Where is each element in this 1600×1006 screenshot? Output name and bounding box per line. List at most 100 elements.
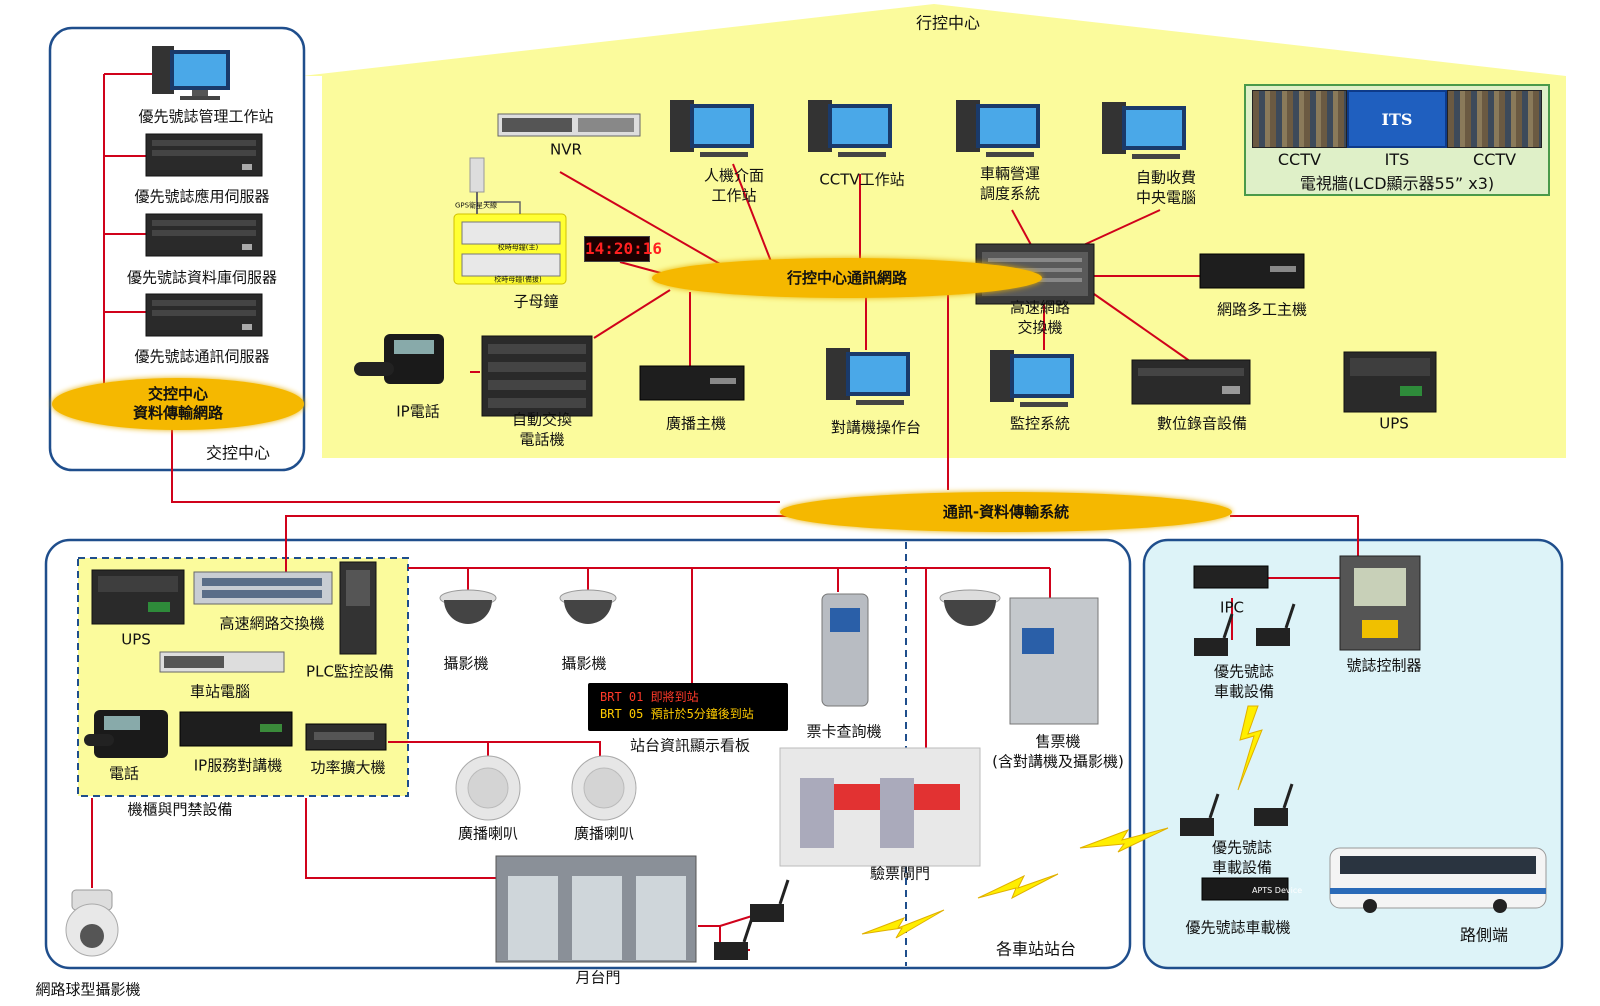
tv-wall-mid-caption: ITS [1384, 150, 1410, 169]
ptz-camera-icon [65, 889, 119, 957]
router-icon [1194, 613, 1234, 656]
dome-camera-icon [559, 589, 617, 624]
tv-wall: ITS CCTV ITS CCTV 電視牆(LCD顯示器55” x3) [1244, 84, 1550, 196]
obu-unit-label: 優先號誌車載機 [1185, 918, 1291, 937]
bus-icon [1329, 847, 1547, 913]
platform-door-icon [495, 855, 697, 963]
lightning-bolt-icon [977, 873, 1059, 900]
nvr-icon [497, 113, 641, 137]
station-ups-label: UPS [121, 630, 151, 649]
lightning-bolt-icon [1079, 827, 1169, 853]
workstation-icon [152, 46, 230, 100]
speaker2-label: 廣播喇叭 [573, 824, 635, 843]
master-clock-b-label: 校時母鐘(備援) [494, 275, 542, 284]
speaker-icon [571, 755, 637, 821]
pa-host-label: 廣播主機 [665, 414, 727, 433]
slave-clock-label: 子母鐘 [513, 292, 559, 311]
station-info-board: BRT 01 即將到站 BRT 05 預計於5分鐘後到站 [588, 683, 788, 731]
plc-icon [339, 561, 377, 655]
tc-workstation-label: 優先號誌管理工作站 [138, 107, 274, 126]
phone-icon [84, 710, 168, 758]
gps-antenna-icon [469, 157, 521, 214]
traffic-center-title: 交控中心 [205, 443, 271, 463]
board-line-2: BRT 05 預計於5分鐘後到站 [600, 706, 754, 721]
workstation-icon [990, 350, 1074, 407]
ip-intercom-icon [179, 711, 293, 747]
cctv-screen-right [1447, 90, 1542, 148]
signal-controller-icon [1339, 555, 1421, 651]
pa-host-icon [639, 365, 745, 401]
tv-wall-right-caption: CCTV [1473, 150, 1517, 169]
mux-label: 網路多工主機 [1216, 300, 1308, 319]
switch-icon [193, 571, 333, 605]
obu-bottom-label: 優先號誌 車載設備 [1211, 838, 1273, 877]
station-pc-icon [159, 651, 285, 673]
pabx-icon [481, 335, 593, 417]
fare-gate-icon [779, 747, 981, 867]
ups-icon [91, 569, 185, 625]
camera2-label: 攝影機 [561, 654, 607, 673]
hmi-label: 人機介面 工作站 [703, 166, 765, 205]
cctv-screen-left [1252, 90, 1347, 148]
plc-label: PLC監控設備 [306, 662, 394, 681]
board-caption: 站台資訊顯示看板 [629, 736, 751, 755]
recorder-icon [1131, 359, 1251, 405]
nvr-label: NVR [550, 140, 582, 159]
platform-doors-label: 月台門 [575, 968, 621, 987]
master-clock-a-label: 校時母鐘(主) [497, 243, 539, 252]
lightning-bolt-icon [1237, 705, 1263, 791]
backbone-network: 通訊-資料傳輸系統 [780, 492, 1232, 532]
router-icon [1256, 603, 1296, 646]
speaker-icon [455, 755, 521, 821]
amplifier-icon [305, 723, 387, 751]
dome-camera-icon [439, 589, 497, 624]
fare-central-label: 自動收費 中央電腦 [1135, 168, 1197, 207]
gps-antenna-label: GPS衛星天線 [454, 201, 498, 210]
station-switch-label: 高速網路交換機 [219, 614, 325, 633]
stations-title: 各車站站台 [995, 939, 1077, 959]
camera1-label: 攝影機 [443, 654, 489, 673]
card-kiosk-label: 票卡查詢機 [806, 722, 882, 741]
cabinet-title: 機櫃與門禁設備 [127, 800, 233, 819]
router-icon [1180, 793, 1220, 836]
connection-lines [91, 73, 1359, 951]
workstation-icon [826, 348, 910, 405]
server-icon [145, 133, 263, 177]
wireless-links [861, 705, 1263, 939]
core-switch-label: 高速網路 交換機 [1009, 298, 1071, 337]
tc-db-server-label: 優先號誌資料庫伺服器 [126, 268, 278, 287]
workstation-icon [670, 100, 754, 157]
ptz-camera-label: 網路球型攝影機 [35, 980, 141, 999]
station-phone-label: 電話 [108, 764, 140, 783]
roadside-title: 路側端 [1459, 925, 1509, 945]
ip-phone-label: IP電話 [396, 402, 440, 421]
obu-top-label: 優先號誌 車載設備 [1213, 662, 1275, 701]
monitoring-label: 監控系統 [1009, 414, 1071, 433]
tv-wall-caption: 電視牆(LCD顯示器55” x3) [1299, 174, 1495, 193]
workstation-icon [956, 100, 1040, 157]
traffic-center-network: 交控中心 資料傳輸網路 [52, 378, 304, 430]
clock-display: 14:20:16 [584, 236, 662, 262]
lightning-bolt-icon [861, 909, 945, 939]
ups-icon [1343, 351, 1437, 413]
ipc-label: IPC [1220, 598, 1244, 617]
ticket-machine-label: 售票機 (含對講機及攝影機) [992, 732, 1124, 771]
speaker1-label: 廣播喇叭 [457, 824, 519, 843]
ticket-machine-icon [1009, 597, 1099, 725]
obu-unit-text: APTS Device [1252, 886, 1302, 895]
workstation-icon [1102, 102, 1186, 159]
obu-unit-icon: APTS Device [1201, 877, 1302, 901]
ipc-icon [1193, 565, 1269, 589]
workstation-icon [808, 100, 892, 157]
tv-wall-captions: CCTV ITS CCTV [1246, 150, 1548, 169]
master-clock-icon [461, 221, 561, 277]
control-center-network: 行控中心通訊網路 [652, 258, 1042, 298]
amplifier-label: 功率擴大機 [310, 758, 386, 777]
its-screen: ITS [1347, 90, 1447, 148]
control-center-title: 行控中心 [915, 13, 981, 33]
dome-camera-icon [939, 589, 1001, 626]
ip-intercom-label: IP服務對講機 [193, 756, 283, 775]
ip-phone-icon [354, 334, 444, 384]
cc-ups-label: UPS [1379, 414, 1409, 433]
station-pc-label: 車站電腦 [189, 682, 251, 701]
